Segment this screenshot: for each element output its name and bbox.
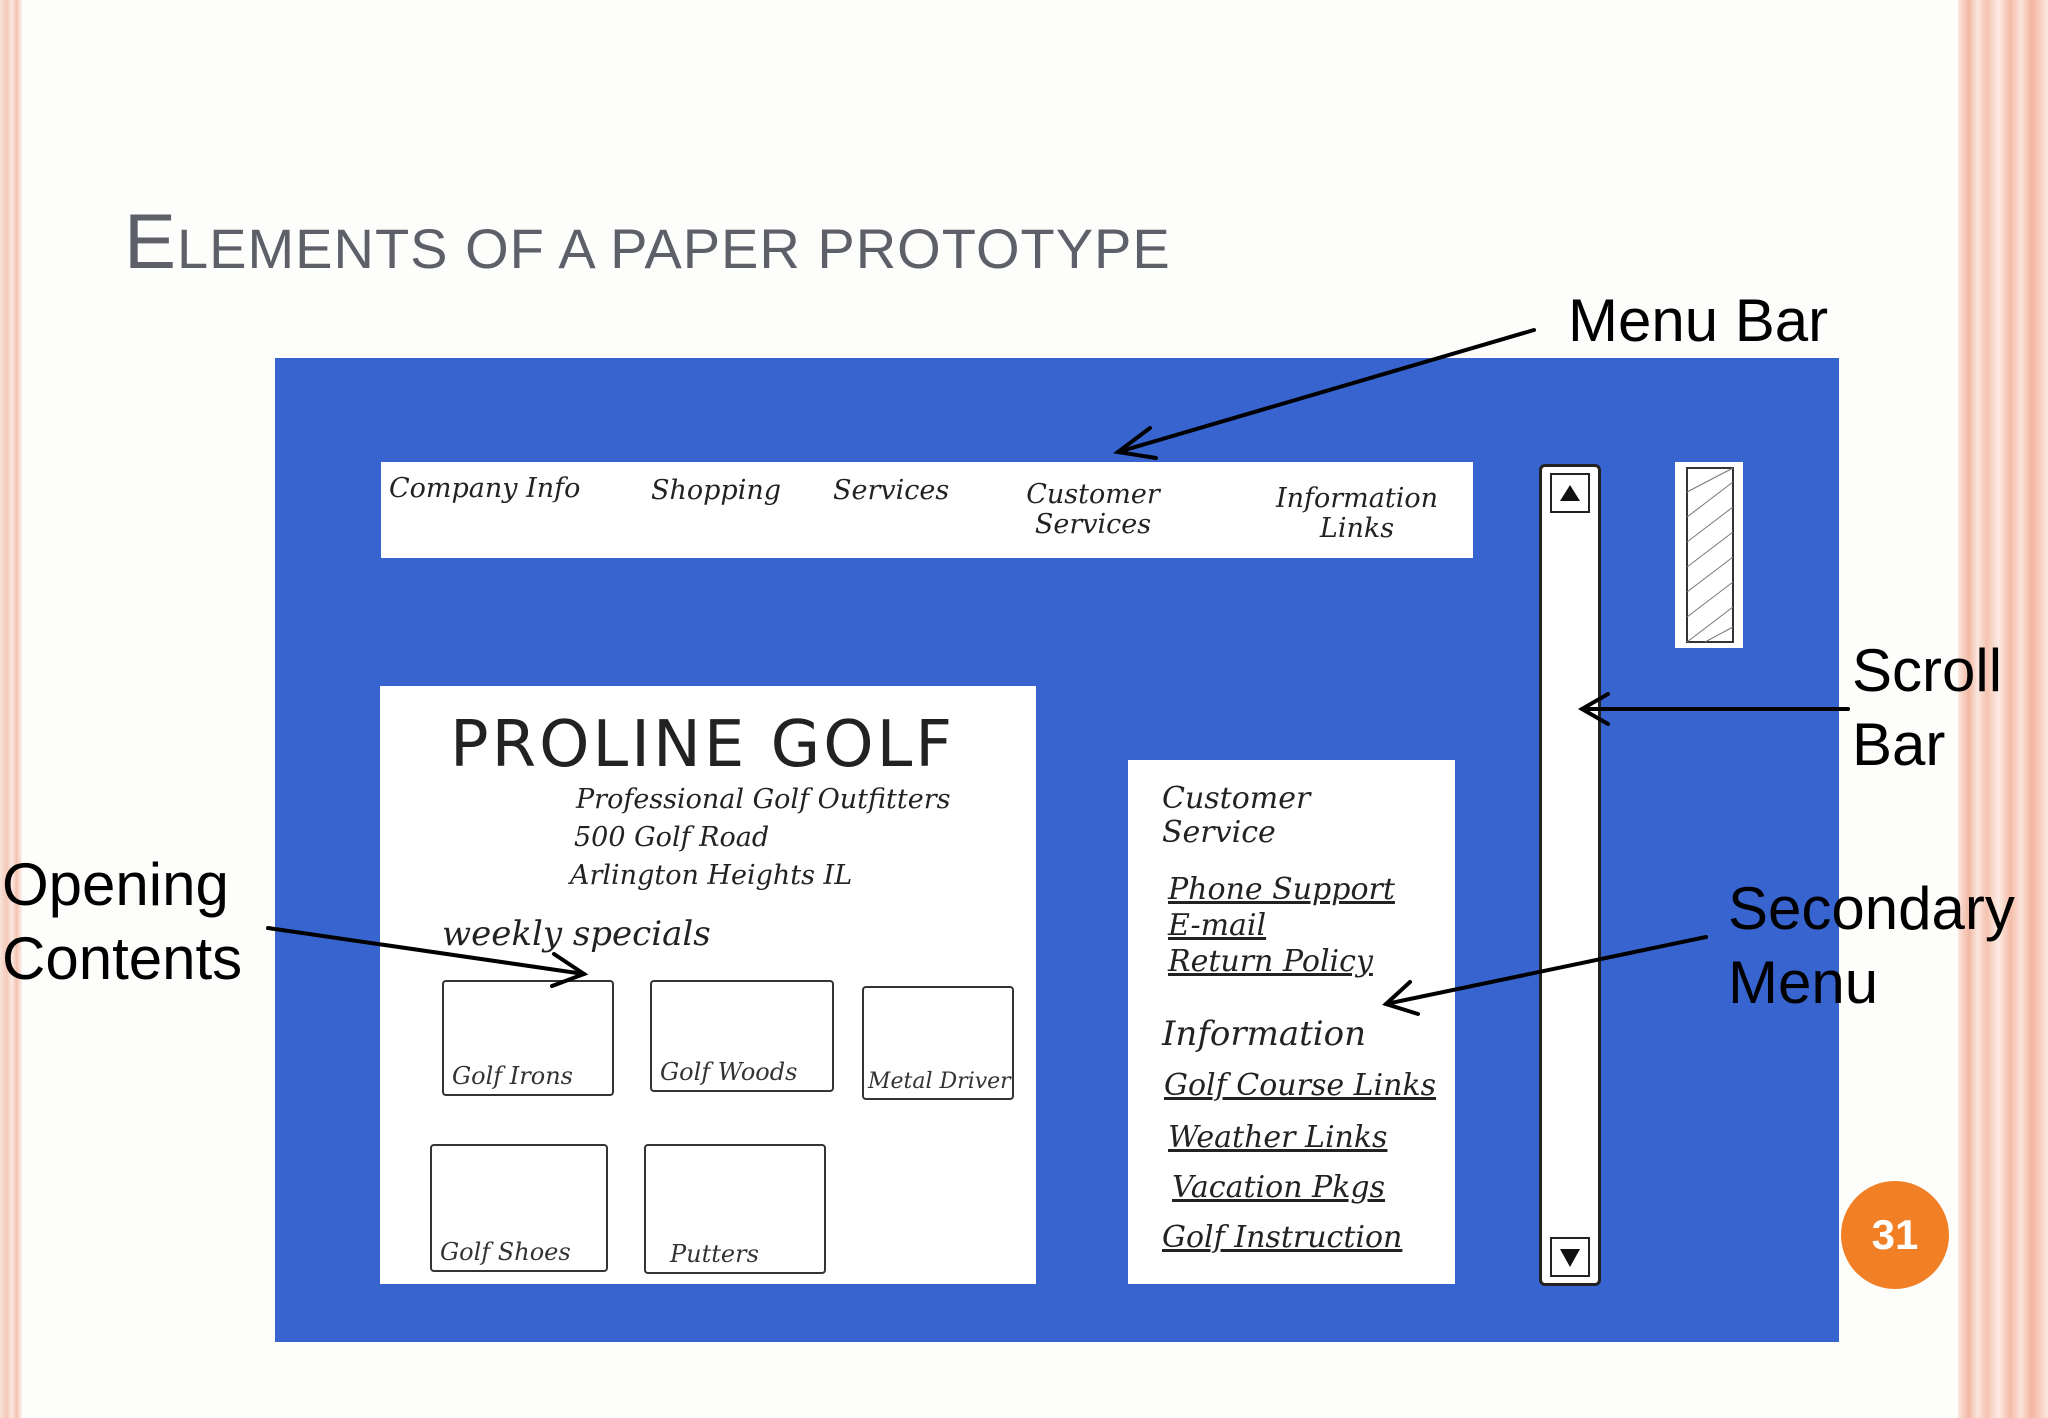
- secondary-link-email: E-mail: [1168, 908, 1267, 943]
- callout-opening-contents-line1: Opening: [2, 851, 229, 918]
- secondary-heading-information: Information: [1162, 1014, 1367, 1054]
- callout-opening-contents-line2: Contents: [2, 925, 243, 992]
- scroll-down-arrow-icon: [1550, 1237, 1590, 1277]
- menu-item-services: Services: [833, 475, 950, 506]
- secondary-heading-customer-service: Customer Service: [1162, 781, 1311, 850]
- callout-scroll-bar-line2: Bar: [1852, 711, 1946, 778]
- menu-item-information-links: Information Links: [1275, 483, 1439, 544]
- scroll-thumb-hatched-icon: [1686, 467, 1734, 643]
- callout-secondary-menu-line2: Menu: [1728, 949, 1879, 1016]
- secondary-link-return-policy: Return Policy: [1168, 944, 1373, 979]
- scroll-up-arrow-icon: [1550, 473, 1590, 513]
- brand-address-street: 500 Golf Road: [574, 822, 770, 853]
- slide-page-number: 31: [1841, 1181, 1949, 1289]
- callout-scroll-bar: Scroll Bar: [1852, 634, 2002, 782]
- callout-opening-contents: Opening Contents: [2, 848, 242, 996]
- menu-item-customer-services: Customer Services: [1026, 479, 1160, 540]
- right-decorative-border: [1958, 0, 2048, 1418]
- paper-prototype-photo: Company Info Shopping Services Customer …: [275, 358, 1839, 1342]
- secondary-link-vacation-pkgs: Vacation Pkgs: [1172, 1170, 1386, 1205]
- scroll-thumb-paper: [1675, 462, 1743, 648]
- slide-title: ELEMENTS OF A PAPER PROTOTYPE: [124, 197, 1171, 285]
- weekly-specials-heading: weekly specials: [442, 914, 711, 954]
- secondary-link-golf-course-links: Golf Course Links: [1164, 1068, 1437, 1103]
- callout-menu-bar: Menu Bar: [1568, 287, 1829, 354]
- menu-bar-paper: Company Info Shopping Services Customer …: [381, 462, 1473, 558]
- brand-tagline: Professional Golf Outfitters: [576, 784, 951, 815]
- menu-item-company-info: Company Info: [389, 473, 581, 504]
- callout-scroll-bar-line1: Scroll: [1852, 637, 2003, 704]
- product-box-golf-irons: Golf Irons: [442, 980, 614, 1096]
- opening-contents-paper: PROLINE GOLF Professional Golf Outfitter…: [380, 686, 1036, 1284]
- menu-item-shopping: Shopping: [651, 475, 782, 506]
- secondary-menu-paper: Customer Service Phone Support E-mail Re…: [1128, 760, 1455, 1284]
- callout-secondary-menu-line1: Secondary: [1728, 875, 2015, 942]
- callout-secondary-menu: Secondary Menu: [1728, 872, 2015, 1020]
- brand-name: PROLINE GOLF: [450, 708, 956, 782]
- secondary-link-phone-support: Phone Support: [1168, 872, 1395, 907]
- brand-address-city: Arlington Heights IL: [570, 860, 853, 891]
- secondary-link-weather-links: Weather Links: [1168, 1120, 1388, 1155]
- left-decorative-border: [0, 0, 22, 1418]
- secondary-link-golf-instruction: Golf Instruction: [1162, 1220, 1403, 1255]
- product-box-golf-shoes: Golf Shoes: [430, 1144, 608, 1272]
- product-box-metal-driver: Metal Driver: [862, 986, 1014, 1100]
- scroll-bar-paper: [1539, 464, 1601, 1286]
- product-box-golf-woods: Golf Woods: [650, 980, 834, 1092]
- product-box-putters: Putters: [644, 1144, 826, 1274]
